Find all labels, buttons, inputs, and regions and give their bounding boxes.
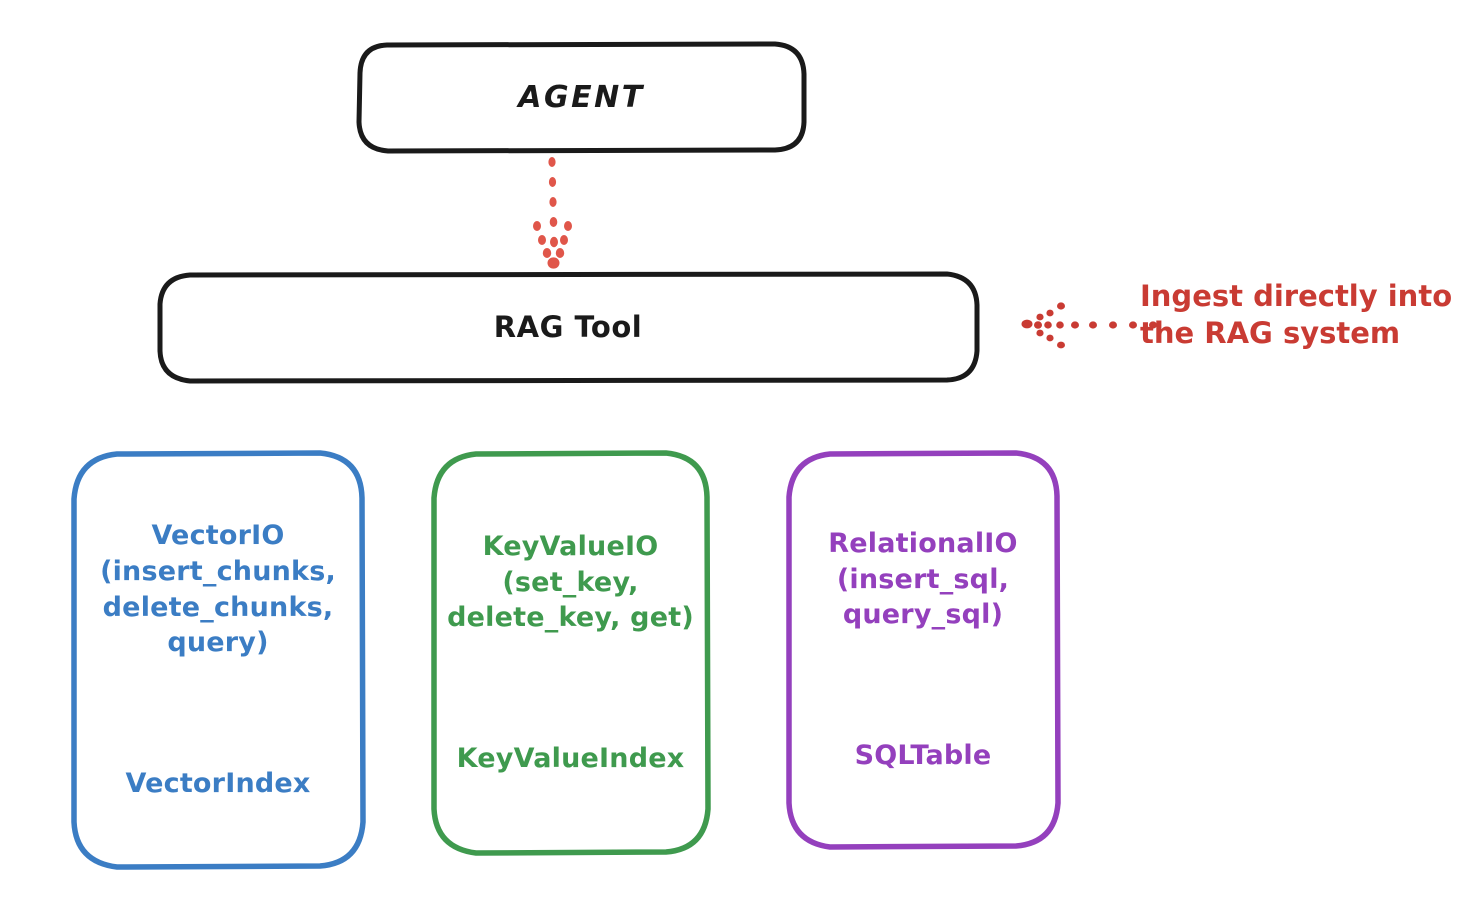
vector-api-label: VectorIO (insert_chunks, delete_chunks, … xyxy=(100,520,336,659)
relational-node-text: RelationalIO (insert_sql, query_sql) SQL… xyxy=(828,491,1017,810)
vector-node-text: VectorIO (insert_chunks, delete_chunks, … xyxy=(100,483,336,838)
vector-text-spacer xyxy=(100,696,336,730)
relational-index-label: SQLTable xyxy=(854,740,992,772)
keyvalue-text-spacer xyxy=(447,672,694,706)
keyvalue-api-label: KeyValueIO (set_key, delete_key, get) xyxy=(447,531,694,634)
node-relational-io[interactable]: RelationalIO (insert_sql, query_sql) SQL… xyxy=(785,450,1061,850)
node-agent[interactable]: AGENT xyxy=(356,41,807,154)
agent-label: AGENT xyxy=(518,79,645,115)
arrow-agent-to-rag-tool xyxy=(533,157,572,269)
relational-text-spacer xyxy=(828,669,1017,703)
vector-index-label: VectorIndex xyxy=(125,768,311,800)
node-keyvalue-io[interactable]: KeyValueIO (set_key, delete_key, get) Ke… xyxy=(430,450,711,856)
node-vector-io[interactable]: VectorIO (insert_chunks, delete_chunks, … xyxy=(70,450,366,870)
annotation-ingest: Ingest directly into the RAG system xyxy=(1140,279,1453,351)
rag-tool-label: RAG Tool xyxy=(493,310,643,345)
keyvalue-node-text: KeyValueIO (set_key, delete_key, get) Ke… xyxy=(447,494,694,813)
keyvalue-index-label: KeyValueIndex xyxy=(456,743,685,775)
relational-api-label: RelationalIO (insert_sql, query_sql) xyxy=(828,528,1018,631)
arrow-ingest-to-rag-tool xyxy=(1021,302,1157,349)
node-rag-tool[interactable]: RAG Tool xyxy=(157,271,980,384)
